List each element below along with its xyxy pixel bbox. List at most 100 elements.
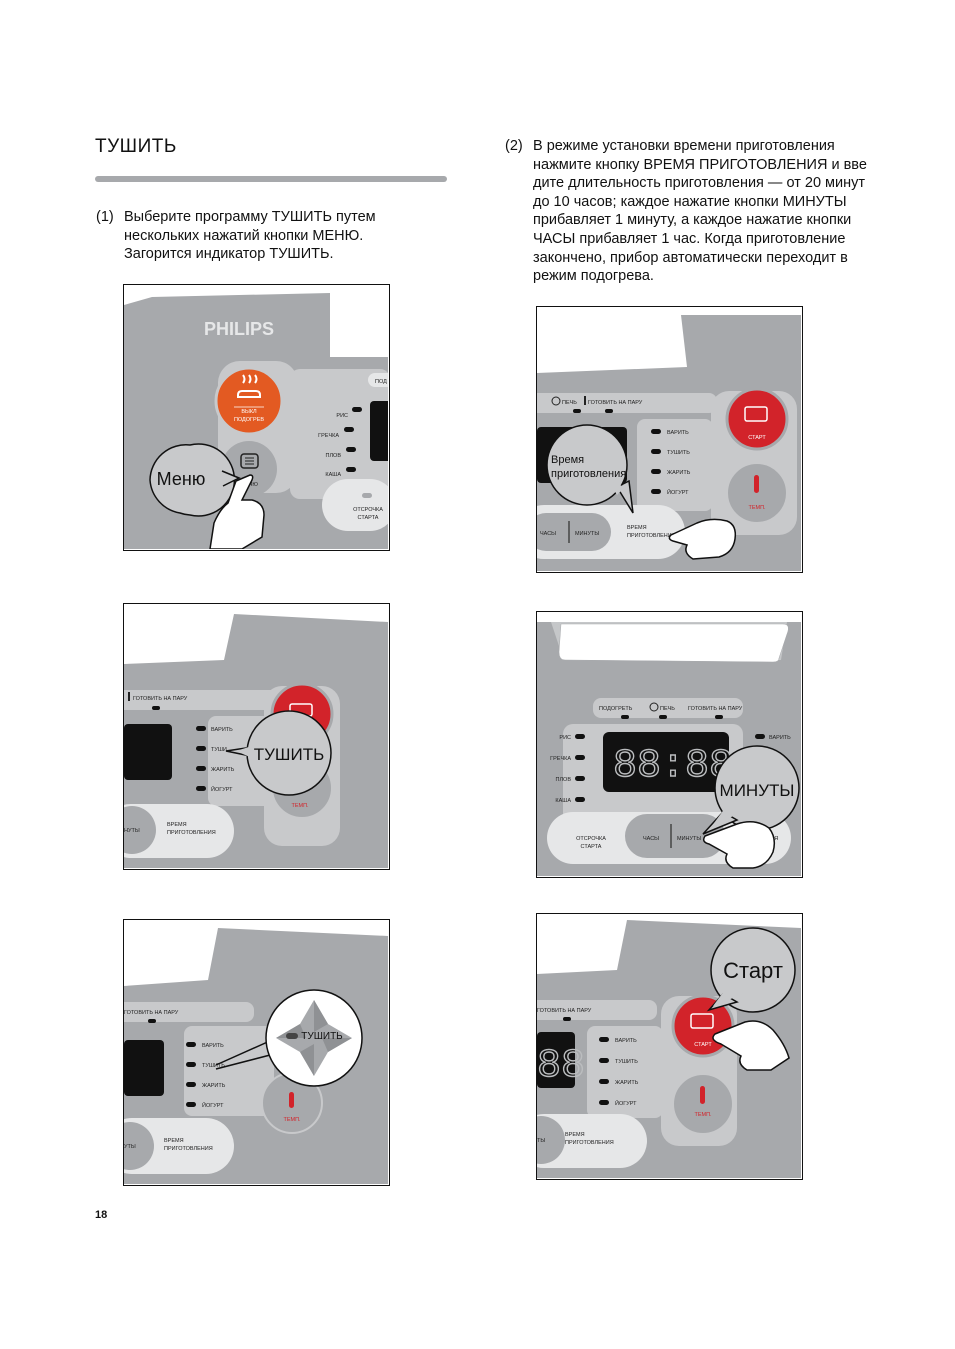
step-2-line: до 10 часов; каждое нажатие кнопки МИНУТ… [533,193,847,210]
panel-stew-select: ГОТОВИТЬ НА ПАРУ ВАРИТЬ ТУШИ ЖАРИТЬ ЙОГУ… [123,603,390,870]
time-display: 88 [537,1044,585,1089]
callout-label: ТУШИТЬ [254,745,325,764]
step-1-line: Загорится индикатор ТУШИТЬ. [124,246,334,263]
hand-pointer-icon [712,1020,790,1071]
hand-pointer-icon [209,474,265,549]
pot-icon [744,406,768,422]
time-label[interactable]: ВРЕМЯ [627,525,647,531]
step-2-line: прибавляет 1 минуту, а каждое нажатие кн… [533,212,852,229]
top-label: ПЕЧЬ [562,400,577,406]
program-label: ТУШИТЬ [667,450,690,456]
thermometer-icon [754,475,759,493]
clock-icon [551,396,561,406]
hours-button-label[interactable]: ЧАСЫ [540,531,556,537]
menu-list-icon[interactable] [240,453,259,469]
step-2-line: нажмите кнопку ВРЕМЯ ПРИГОТОВЛЕНИЯ и вве [533,156,867,173]
time-label: ВРЕМЯ [565,1132,585,1138]
step-2-line: ЧАСЫ прибавляет 1 час. Когда приготовлен… [533,230,846,247]
pot-icon [690,1013,714,1029]
step-2-line: режим подогрева. [533,268,654,285]
delay-label: СТАРТА [358,515,379,521]
top-label: ПЕЧЬ [660,706,675,712]
program-label: ГРЕЧКА [550,756,571,762]
program-label: ТУШИТЬ [202,1063,225,1069]
start-button-label[interactable]: СТАРТ [694,1042,712,1048]
callout-label: Старт [723,958,783,983]
minutes-button-label[interactable]: МИНУТЫ [677,836,701,842]
minutes-label-cut: ТЫ [537,1138,545,1144]
brand-logo: PHILIPS [204,319,274,339]
time-label[interactable]: ПРИГОТОВЛЕНИЯ [627,533,676,539]
steam-icon [128,692,130,701]
program-label: ГРЕЧКА [318,433,339,439]
step-1-line: нескольких нажатий кнопки МЕНЮ. [124,227,364,244]
program-label: РИС [336,413,348,419]
top-label-cut: ПОД [375,379,387,385]
step-1-line: Выберите программу ТУШИТЬ путем [124,209,376,225]
top-label: ГОТОВИТЬ НА ПАРУ [133,696,188,702]
program-label: ЖАРИТЬ [667,470,691,476]
step-1-number: (1) [96,209,114,225]
time-display: 88:88 [613,744,733,789]
step-2-line: закончено, прибор автоматически переходи… [533,249,848,266]
hand-pointer-icon [702,821,776,869]
program-label: ЙОГУРТ [211,785,233,793]
callout-label: МИНУТЫ [720,781,795,800]
page-number: 18 [95,1209,108,1221]
hand-pointer-icon [668,518,737,560]
hours-button-label[interactable]: ЧАСЫ [643,836,659,842]
temp-label: ТЕМП. [748,505,766,511]
time-label: ВРЕМЯ [167,822,187,828]
step-2-number: (2) [505,138,523,154]
temp-label: ТЕМП. [291,803,309,809]
steam-icon [584,396,586,405]
minutes-label-cut: НУТЫ [124,828,140,834]
panel-minutes: ПОДОГРЕТЬ ПЕЧЬ ГОТОВИТЬ НА ПАРУ РИС ГРЕЧ… [536,611,803,878]
start-button-label[interactable]: СТАРТ [748,435,766,441]
program-label: ТУШИ [211,747,227,753]
callout-label: ТУШИТЬ [301,1031,343,1042]
step-2-text: В режиме установки времени приготовления… [533,137,867,286]
program-label: ВАРИТЬ [667,430,689,436]
callout-bubble: ТУШИТЬ [225,710,332,796]
thermometer-icon [289,1092,294,1108]
delay-label: ОТСРОЧКА [353,507,383,513]
program-label: ПЛОВ [325,453,341,459]
program-label: ЙОГУРТ [615,1099,637,1107]
program-label: ВАРИТЬ [615,1038,637,1044]
callout-bubble: Время приготовления [546,424,634,514]
temp-label: ТЕМП. [283,1117,301,1123]
callout-label: Время [551,454,584,466]
top-label: ГОТОВИТЬ НА ПАРУ [688,706,743,712]
callout-bubble: Меню [149,443,241,517]
callout-label: Меню [157,469,206,489]
top-label: ГОТОВИТЬ НА ПАРУ [537,1008,592,1014]
temp-label: ТЕМП. [694,1112,712,1118]
callout-bubble: МИНУТЫ [702,745,800,835]
minutes-button-label[interactable]: МИНУТЫ [575,531,599,537]
program-label: КАША [325,472,341,478]
callout-bubble: ТУШИТЬ [265,989,363,1087]
top-label: ГОТОВИТЬ НА ПАРУ [588,400,643,406]
page-title: ТУШИТЬ [95,136,177,157]
program-label: ВАРИТЬ [211,727,233,733]
program-label: ВАРИТЬ [769,735,791,741]
time-label: ВРЕМЯ [164,1138,184,1144]
thermometer-icon [700,1086,705,1104]
time-label: ПРИГОТОВЛЕНИЯ [167,830,216,836]
callout-bubble: Старт [706,927,796,1013]
top-label: ПОДОГРЕТЬ [599,706,633,712]
panel-menu-illustration: PHILIPS ВЫКЛ ПОДОГРЕВ МЕНЮ РИС ГРЕЧКА ПЛ… [123,284,390,551]
top-label: ГОТОВИТЬ НА ПАРУ [124,1010,179,1016]
program-label: ТУШИТЬ [615,1059,638,1065]
minutes-label-cut: УТЫ [124,1144,136,1150]
time-label: ПРИГОТОВЛЕНИЯ [164,1146,213,1152]
step-2-line: В режиме установки времени приготовления [533,138,835,154]
delay-label: СТАРТА [581,844,602,850]
delay-label: ОТСРОЧКА [576,836,606,842]
step-2-line: дите длительность приготовления — от 20 … [533,175,865,192]
title-divider [95,176,447,182]
warm-label: ПОДОГРЕВ [234,417,264,423]
program-label: ЙОГУРТ [202,1101,224,1109]
warm-off-label: ВЫКЛ [241,409,257,415]
